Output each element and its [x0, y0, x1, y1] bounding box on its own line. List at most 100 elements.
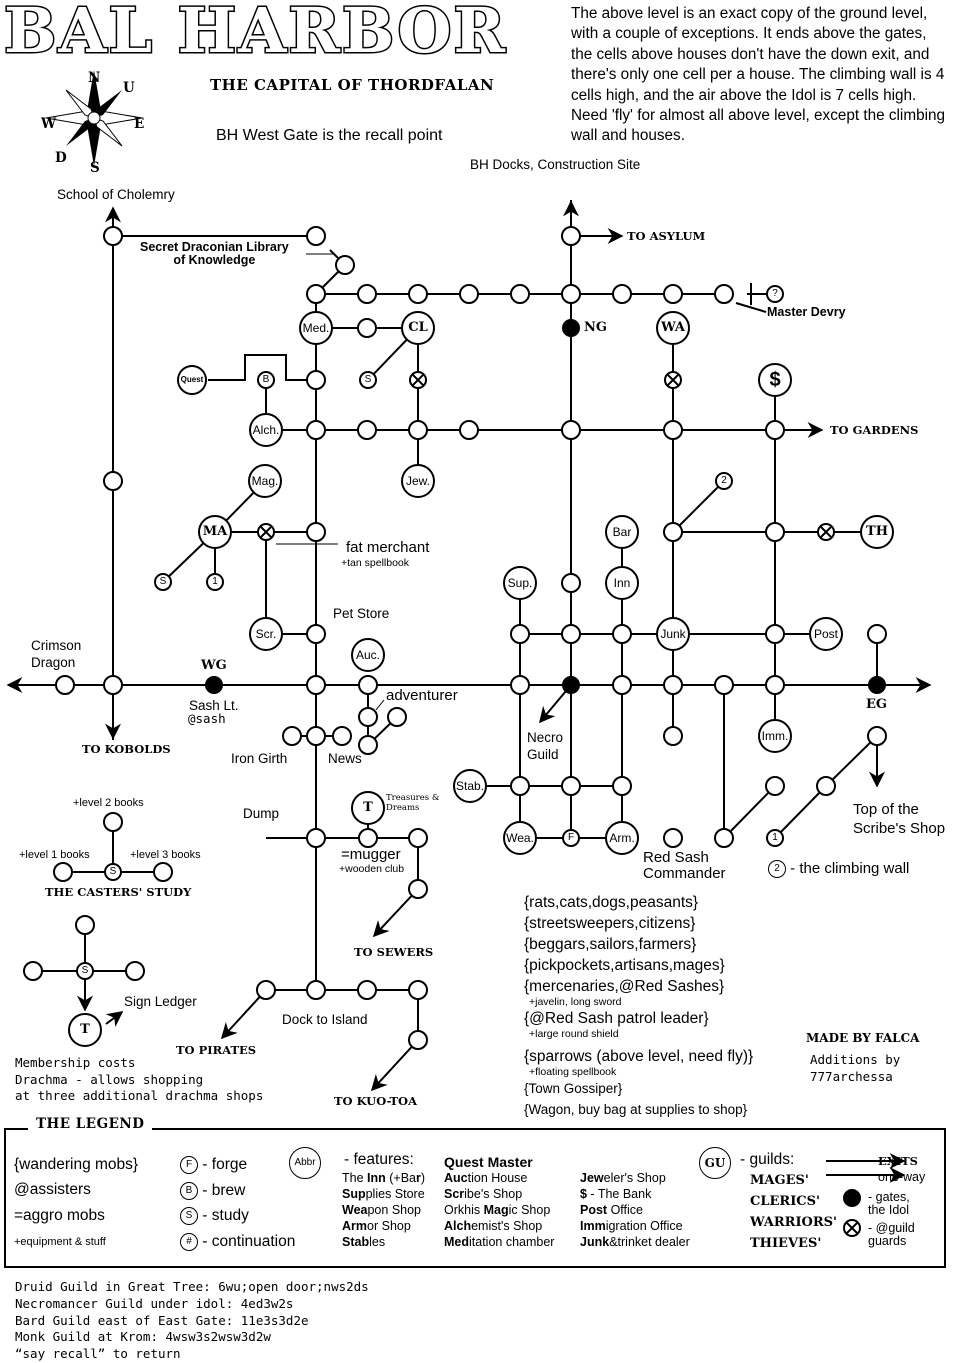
mob-entry: {rats,cats,dogs,peasants}: [524, 894, 699, 911]
map-node-s: S: [76, 962, 94, 980]
map-node-inn: Inn: [605, 566, 639, 600]
label-fat-merchant: fat merchant: [346, 539, 430, 556]
label-school: School of Cholemry: [57, 187, 175, 202]
legend-action-icon: S: [180, 1207, 198, 1225]
label-sash-lt: Sash Lt.: [189, 698, 239, 713]
label-tan-spellbook: +tan spellbook: [341, 557, 410, 569]
compass-n: N: [88, 70, 101, 86]
climbing-wall-text: - the climbing wall: [790, 860, 910, 877]
mob-entry: {streetsweepers,citizens}: [524, 915, 696, 932]
legend-glyphs: [826, 1153, 906, 1237]
legend-aggro: =aggro mobs: [14, 1207, 105, 1224]
mob-entry: {beggars,sailors,farmers}: [524, 936, 697, 953]
map-node-mag: Mag.: [248, 464, 282, 498]
legend-guild: THIEVES': [750, 1236, 822, 1251]
map-node-stab: Stab.: [453, 769, 487, 803]
legend-feature: Scribe's Shop: [444, 1187, 523, 1201]
map-node-med: Med.: [299, 311, 333, 345]
legend-feature: Supplies Store: [342, 1187, 425, 1201]
label-red-sash-commander: Red Sash Commander: [643, 849, 726, 882]
label-adventurer: adventurer: [386, 687, 458, 704]
map-node-dollar: $: [758, 363, 792, 397]
legend-feature: Auction House: [444, 1171, 528, 1185]
legend-action-1: B - brew: [180, 1181, 246, 1200]
legend-feature: Weapon Shop: [342, 1203, 422, 1217]
legend-exits: EXITS: [878, 1154, 918, 1168]
label-level3: +level 3 books: [130, 849, 201, 861]
map-node-bar: Bar: [605, 515, 639, 549]
label-wg: WG: [201, 658, 227, 673]
compass-rose: [45, 70, 143, 166]
label-dock-to-island: Dock to Island: [282, 1012, 368, 1027]
map-node-imm: Imm.: [758, 719, 792, 753]
recall-note: BH West Gate is the recall point: [216, 127, 443, 144]
map-node-one: 1: [766, 829, 784, 847]
mob-equipment: +large round shield: [529, 1028, 619, 1040]
map-node-s: S: [359, 371, 377, 389]
compass-u: U: [123, 80, 135, 96]
legend-feature: Meditation chamber: [444, 1235, 555, 1249]
map-node-b: B: [257, 371, 275, 389]
legend-assisters: @assisters: [14, 1181, 91, 1198]
map-node-wa: WA: [656, 311, 690, 345]
map-roads: [8, 200, 928, 1040]
map-node-post: Post: [809, 617, 843, 651]
map-node-cl: CL: [401, 311, 435, 345]
mob-equipment: +floating spellbook: [529, 1066, 617, 1078]
map-node-arm: Arm.: [605, 821, 639, 855]
legend-oneway: one-way: [878, 1170, 926, 1184]
map-node-one: 1: [206, 573, 224, 591]
map-node-t: T: [68, 1013, 102, 1047]
label-sign-ledger: Sign Ledger: [124, 994, 197, 1009]
map-node-s: S: [154, 573, 172, 591]
compass-e: E: [134, 116, 145, 132]
map-node-auc: Auc.: [351, 638, 385, 672]
legend-action-text: - continuation: [198, 1232, 296, 1250]
legend-title: THE LEGEND: [28, 1116, 153, 1132]
legend-action-text: - forge: [198, 1156, 248, 1174]
label-master-devry: Master Devry: [767, 305, 846, 319]
legend-action-icon: F: [180, 1156, 198, 1174]
mob-entry: {Wagon, buy bag at supplies to shop}: [524, 1102, 748, 1117]
compass-w: W: [41, 116, 57, 132]
mob-entry: {Town Gossiper}: [524, 1081, 623, 1096]
map-node-quest: Quest: [177, 365, 207, 395]
compass-s: S: [90, 160, 100, 176]
exit-kuotoa: TO KUO-TOA: [334, 1094, 417, 1108]
mob-entry: {mercenaries,@Red Sashes}: [524, 978, 725, 995]
legend-feature: Post Office: [580, 1203, 643, 1217]
legend-feature: The Inn (+Bar): [342, 1171, 426, 1185]
map-node-jew: Jew.: [401, 464, 435, 498]
map-gates: [205, 319, 886, 694]
compass-d: D: [55, 150, 67, 166]
label-iron-girth: Iron Girth: [231, 751, 288, 766]
legend-equipment: +equipment & stuff: [14, 1236, 106, 1248]
label-at-sash: @sash: [188, 711, 226, 726]
mob-list: {rats,cats,dogs,peasants} {streetsweepers…: [524, 892, 753, 1120]
map-node-th: TH: [860, 515, 894, 549]
level-note: The above level is an exact copy of the …: [571, 5, 945, 145]
legend-action-text: - brew: [198, 1181, 246, 1199]
exit-pirates: TO PIRATES: [176, 1043, 257, 1057]
exit-gardens: TO GARDENS: [830, 423, 919, 437]
label-dump: Dump: [243, 806, 280, 821]
footer-line: Monk Guild at Krom: 4wsw3s2wsw3d2w: [15, 1329, 271, 1345]
label-necro-guild: Necro Guild: [527, 730, 564, 762]
map-node-wea: Wea.: [503, 821, 537, 855]
map-guard-nodes: [257, 371, 835, 541]
map-subtitle: THE CAPITAL OF THORDFALAN: [210, 76, 495, 94]
footer-line: “say recall” to return: [15, 1346, 181, 1362]
map-node-junk: Junk: [656, 617, 690, 651]
label-news: News: [328, 751, 362, 766]
legend-feature: Jeweler's Shop: [580, 1171, 666, 1185]
map-small-nodes: [23, 226, 887, 1050]
map-title: BAL HARBOR: [3, 0, 507, 69]
legend-gu-icon: GU: [699, 1147, 731, 1179]
label-scribe-shop: Top of the Scribe's Shop: [853, 801, 946, 837]
footer-line: Bard Guild east of East Gate: 11e3s3d2e: [15, 1312, 309, 1328]
map-node-ma: MA: [198, 515, 232, 549]
mob-equipment: +javelin, long sword: [529, 996, 622, 1008]
legend-feature: Alchemist's Shop: [444, 1219, 543, 1233]
